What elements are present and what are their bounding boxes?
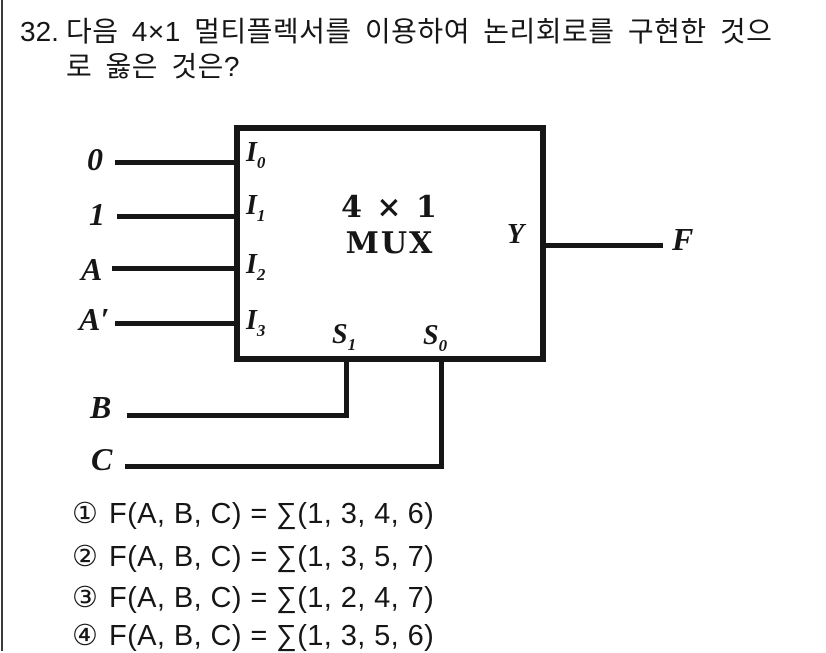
signal-label-select-c: C bbox=[91, 441, 113, 477]
port-label-i3: I3 bbox=[246, 305, 266, 340]
wire-input-i0 bbox=[115, 160, 234, 165]
option-row-3: ③ F(A, B, C) = ∑(1, 2, 4, 7) bbox=[72, 580, 435, 615]
wire-input-i1 bbox=[117, 214, 234, 219]
option-row-2: ② F(A, B, C) = ∑(1, 3, 5, 7) bbox=[72, 539, 435, 574]
wire-output-f bbox=[546, 243, 663, 248]
option-3-marker: ③ bbox=[72, 580, 98, 614]
port-subscript: 2 bbox=[256, 265, 266, 284]
option-2-marker: ② bbox=[72, 539, 98, 573]
mux-title: 4 × 1 MUX bbox=[234, 190, 546, 262]
port-label-y: Y bbox=[507, 219, 525, 250]
question-text-line2: 로 옳은 것은? bbox=[66, 51, 240, 82]
option-2-formula: F(A, B, C) = ∑(1, 3, 5, 7) bbox=[109, 541, 435, 573]
option-3-formula: F(A, B, C) = ∑(1, 2, 4, 7) bbox=[109, 582, 435, 614]
signal-label-input-a-prime: A′ bbox=[79, 301, 110, 337]
port-subscript: 1 bbox=[347, 335, 357, 354]
option-4-formula: F(A, B, C) = ∑(1, 3, 5, 6) bbox=[109, 620, 435, 652]
port-letter: I bbox=[246, 305, 257, 336]
mux-title-label: MUX bbox=[345, 226, 435, 261]
question-number: 32. bbox=[20, 16, 59, 47]
port-letter: I bbox=[246, 137, 257, 168]
mux-title-size: 4 × 1 bbox=[341, 190, 439, 225]
port-letter: I bbox=[246, 190, 257, 221]
port-subscript: 0 bbox=[438, 336, 448, 355]
wire-select-b-horizontal bbox=[127, 413, 349, 418]
wire-select-c-horizontal bbox=[125, 464, 444, 469]
option-row-1: ① F(A, B, C) = ∑(1, 3, 4, 6) bbox=[72, 496, 435, 531]
signal-label-input-0: 0 bbox=[87, 141, 103, 177]
port-letter: I bbox=[246, 249, 257, 280]
port-subscript: 0 bbox=[256, 153, 266, 172]
wire-select-s1-vertical bbox=[344, 356, 349, 418]
port-label-i1: I1 bbox=[246, 190, 266, 225]
signal-label-input-a: A bbox=[81, 251, 103, 287]
wire-input-i3 bbox=[115, 321, 234, 326]
page-left-rule bbox=[1, 0, 3, 651]
wire-select-s0-vertical bbox=[439, 356, 444, 469]
question-text-line1: 다음 4×1 멀티플렉서를 이용하여 논리회로를 구현한 것으 bbox=[66, 16, 773, 47]
port-letter: S bbox=[332, 319, 348, 350]
option-4-marker: ④ bbox=[72, 618, 98, 652]
option-1-formula: F(A, B, C) = ∑(1, 3, 4, 6) bbox=[109, 498, 435, 530]
port-letter: S bbox=[423, 320, 439, 351]
port-subscript: 3 bbox=[256, 321, 266, 340]
wire-input-i2 bbox=[112, 266, 234, 271]
signal-label-input-1: 1 bbox=[89, 196, 105, 232]
port-label-s1: S1 bbox=[332, 319, 357, 354]
mux-box bbox=[234, 125, 546, 362]
option-1-marker: ① bbox=[72, 496, 98, 530]
port-subscript: 1 bbox=[256, 206, 266, 225]
port-label-i0: I0 bbox=[246, 137, 266, 172]
signal-label-select-b: B bbox=[90, 389, 112, 425]
signal-label-output-f: F bbox=[672, 221, 694, 257]
port-label-i2: I2 bbox=[246, 249, 266, 284]
option-row-4: ④ F(A, B, C) = ∑(1, 3, 5, 6) bbox=[72, 618, 435, 653]
port-label-s0: S0 bbox=[423, 320, 448, 355]
